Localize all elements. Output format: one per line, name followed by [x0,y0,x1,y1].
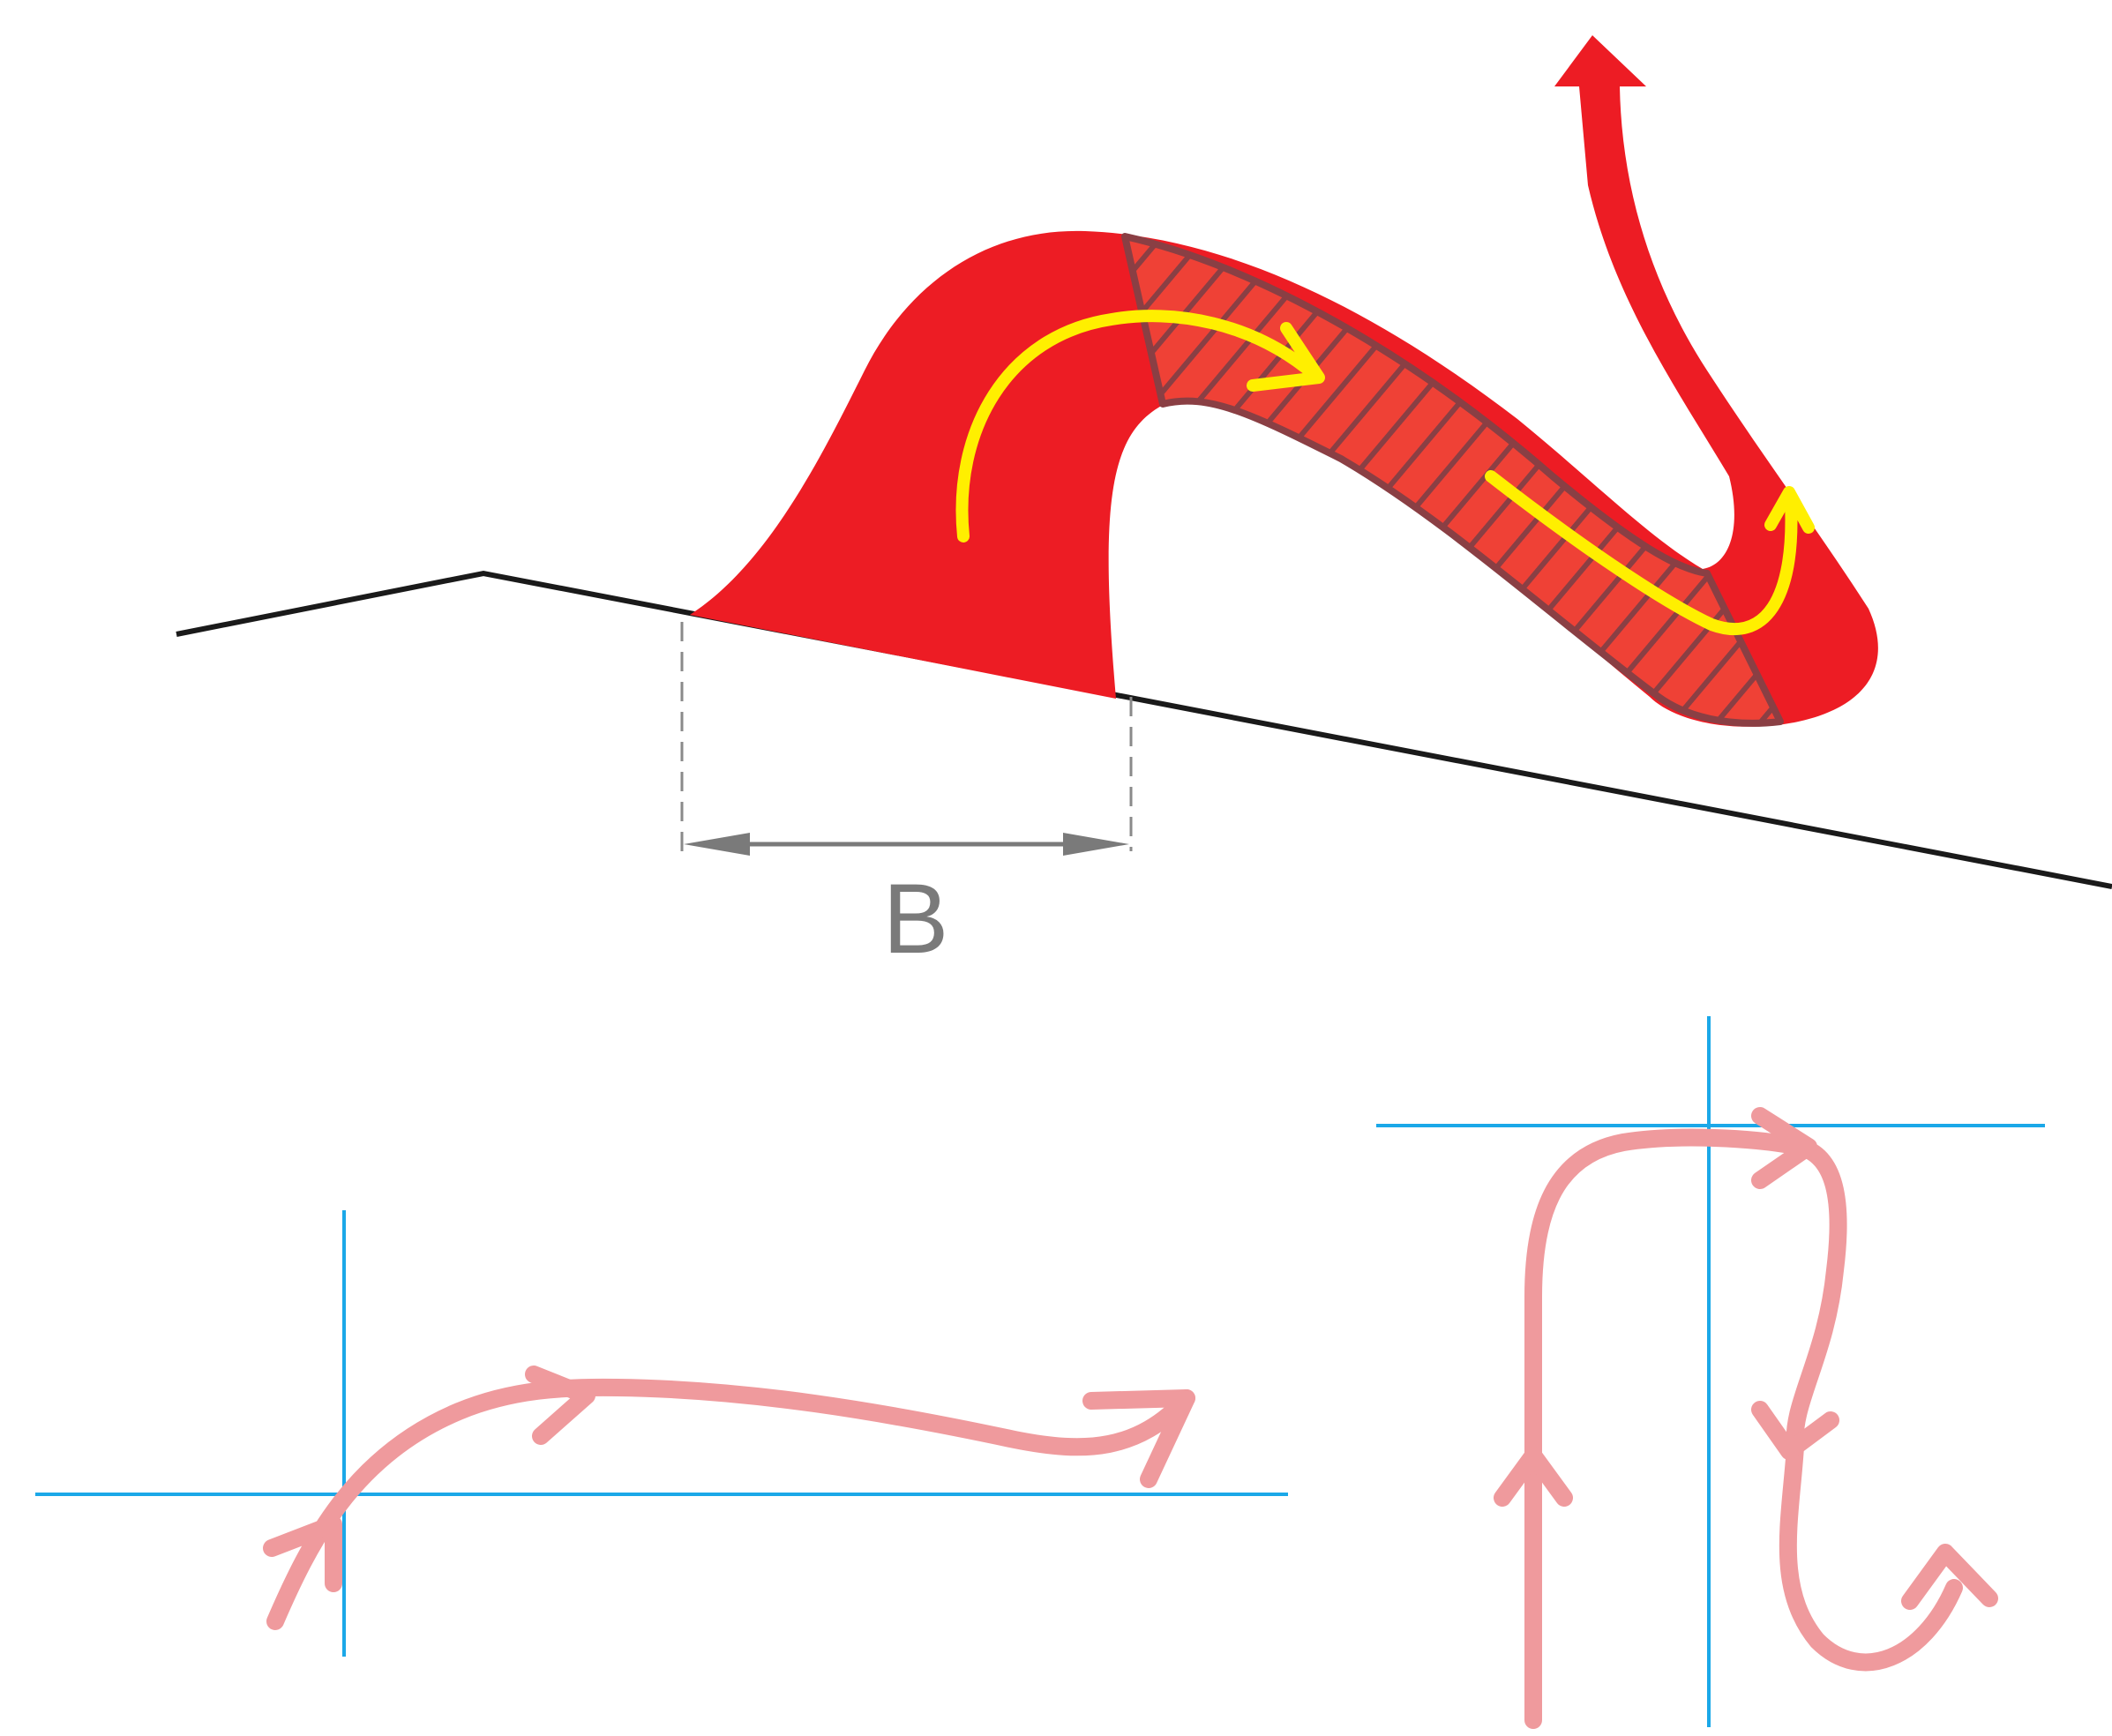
trajectory-right [1533,1138,1954,1720]
trajectory-left [275,1388,1187,1621]
dimension-arrow-left [684,833,750,856]
shallow-trajectory-panel [35,1210,1288,1657]
plume-hatched-band [1125,236,1780,723]
dimension-label: B [883,864,949,974]
looping-trajectory-panel [1376,1016,2045,1727]
dimension-arrow-right [1063,833,1129,856]
trajectory-left-head-mid [534,1374,587,1436]
